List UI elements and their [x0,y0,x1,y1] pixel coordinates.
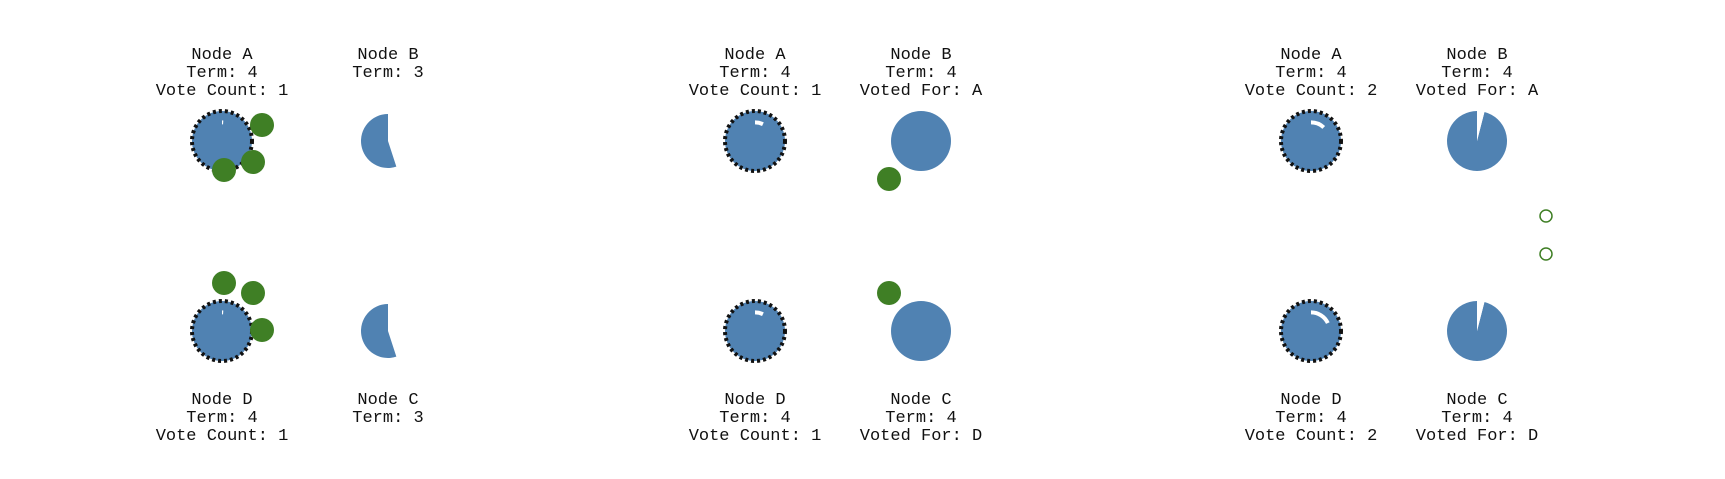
vote-request-message [241,281,265,305]
candidate-node-circle [1279,109,1343,173]
node-status-line: Term: 4 [1275,64,1346,83]
vote-request-message [250,113,274,137]
node-status-line: Vote Count: 1 [689,427,822,446]
node-status-line: Term: 4 [1441,409,1512,428]
follower-node-circle [361,114,397,168]
follower-node-circle [361,304,397,358]
follower-node-circle [1447,111,1508,172]
node-status-line: Voted For: D [1416,427,1538,446]
node-name: Node B [357,46,418,65]
node-name: Node D [1280,391,1341,410]
candidate-node-circle [190,109,254,173]
node-name: Node A [191,46,253,65]
node-name: Node C [890,391,951,410]
election-timer-arc [754,310,764,317]
node-status-line: Term: 4 [885,64,956,83]
node-name: Node C [357,391,418,410]
node-status-line: Term: 4 [186,64,257,83]
election-timer-gap [1477,109,1485,141]
node-name: Node B [890,46,951,65]
follower-node-circle [891,301,951,361]
vote-request-message [212,158,236,182]
election-timer-arc [754,120,764,127]
vote-response-message [1539,209,1553,223]
node-status-line: Voted For: A [860,82,983,101]
vote-response-message [1539,247,1553,261]
vote-request-message [877,281,901,305]
vote-request-message [250,318,274,342]
election-timer-arc [1310,310,1330,325]
messages [877,167,901,305]
node-name: Node B [1446,46,1507,65]
node-status-line: Voted For: A [1416,82,1539,101]
vote-request-message [877,167,901,191]
node-status-line: Term: 4 [885,409,956,428]
election-timer-arc [1310,120,1326,130]
node-status-line: Term: 3 [352,409,423,428]
vote-request-message [212,271,236,295]
node-name: Node A [724,46,786,65]
node-status-line: Vote Count: 1 [156,82,289,101]
node-status-line: Vote Count: 2 [1245,427,1378,446]
candidate-node-circle [723,109,787,173]
vote-request-message [241,150,265,174]
node-status-line: Vote Count: 1 [689,82,822,101]
follower-node-circle [891,111,951,171]
node-status-line: Term: 4 [1441,64,1512,83]
node-status-line: Term: 4 [1275,409,1346,428]
messages [212,113,274,342]
node-status-line: Vote Count: 2 [1245,82,1378,101]
node-status-line: Term: 4 [719,64,790,83]
node-status-line: Term: 3 [352,64,423,83]
node-status-line: Term: 4 [186,409,257,428]
node-name: Node D [724,391,785,410]
messages [1539,209,1553,261]
candidate-node-circle [190,299,254,363]
election-timer-gap [1477,300,1485,331]
node-status-line: Voted For: D [860,427,982,446]
node-name: Node C [1446,391,1507,410]
follower-node-circle [1447,301,1508,362]
candidate-node-circle [723,299,787,363]
node-name: Node A [1280,46,1342,65]
candidate-node-circle [1279,299,1343,363]
node-name: Node D [191,391,252,410]
node-status-line: Term: 4 [719,409,790,428]
node-status-line: Vote Count: 1 [156,427,289,446]
